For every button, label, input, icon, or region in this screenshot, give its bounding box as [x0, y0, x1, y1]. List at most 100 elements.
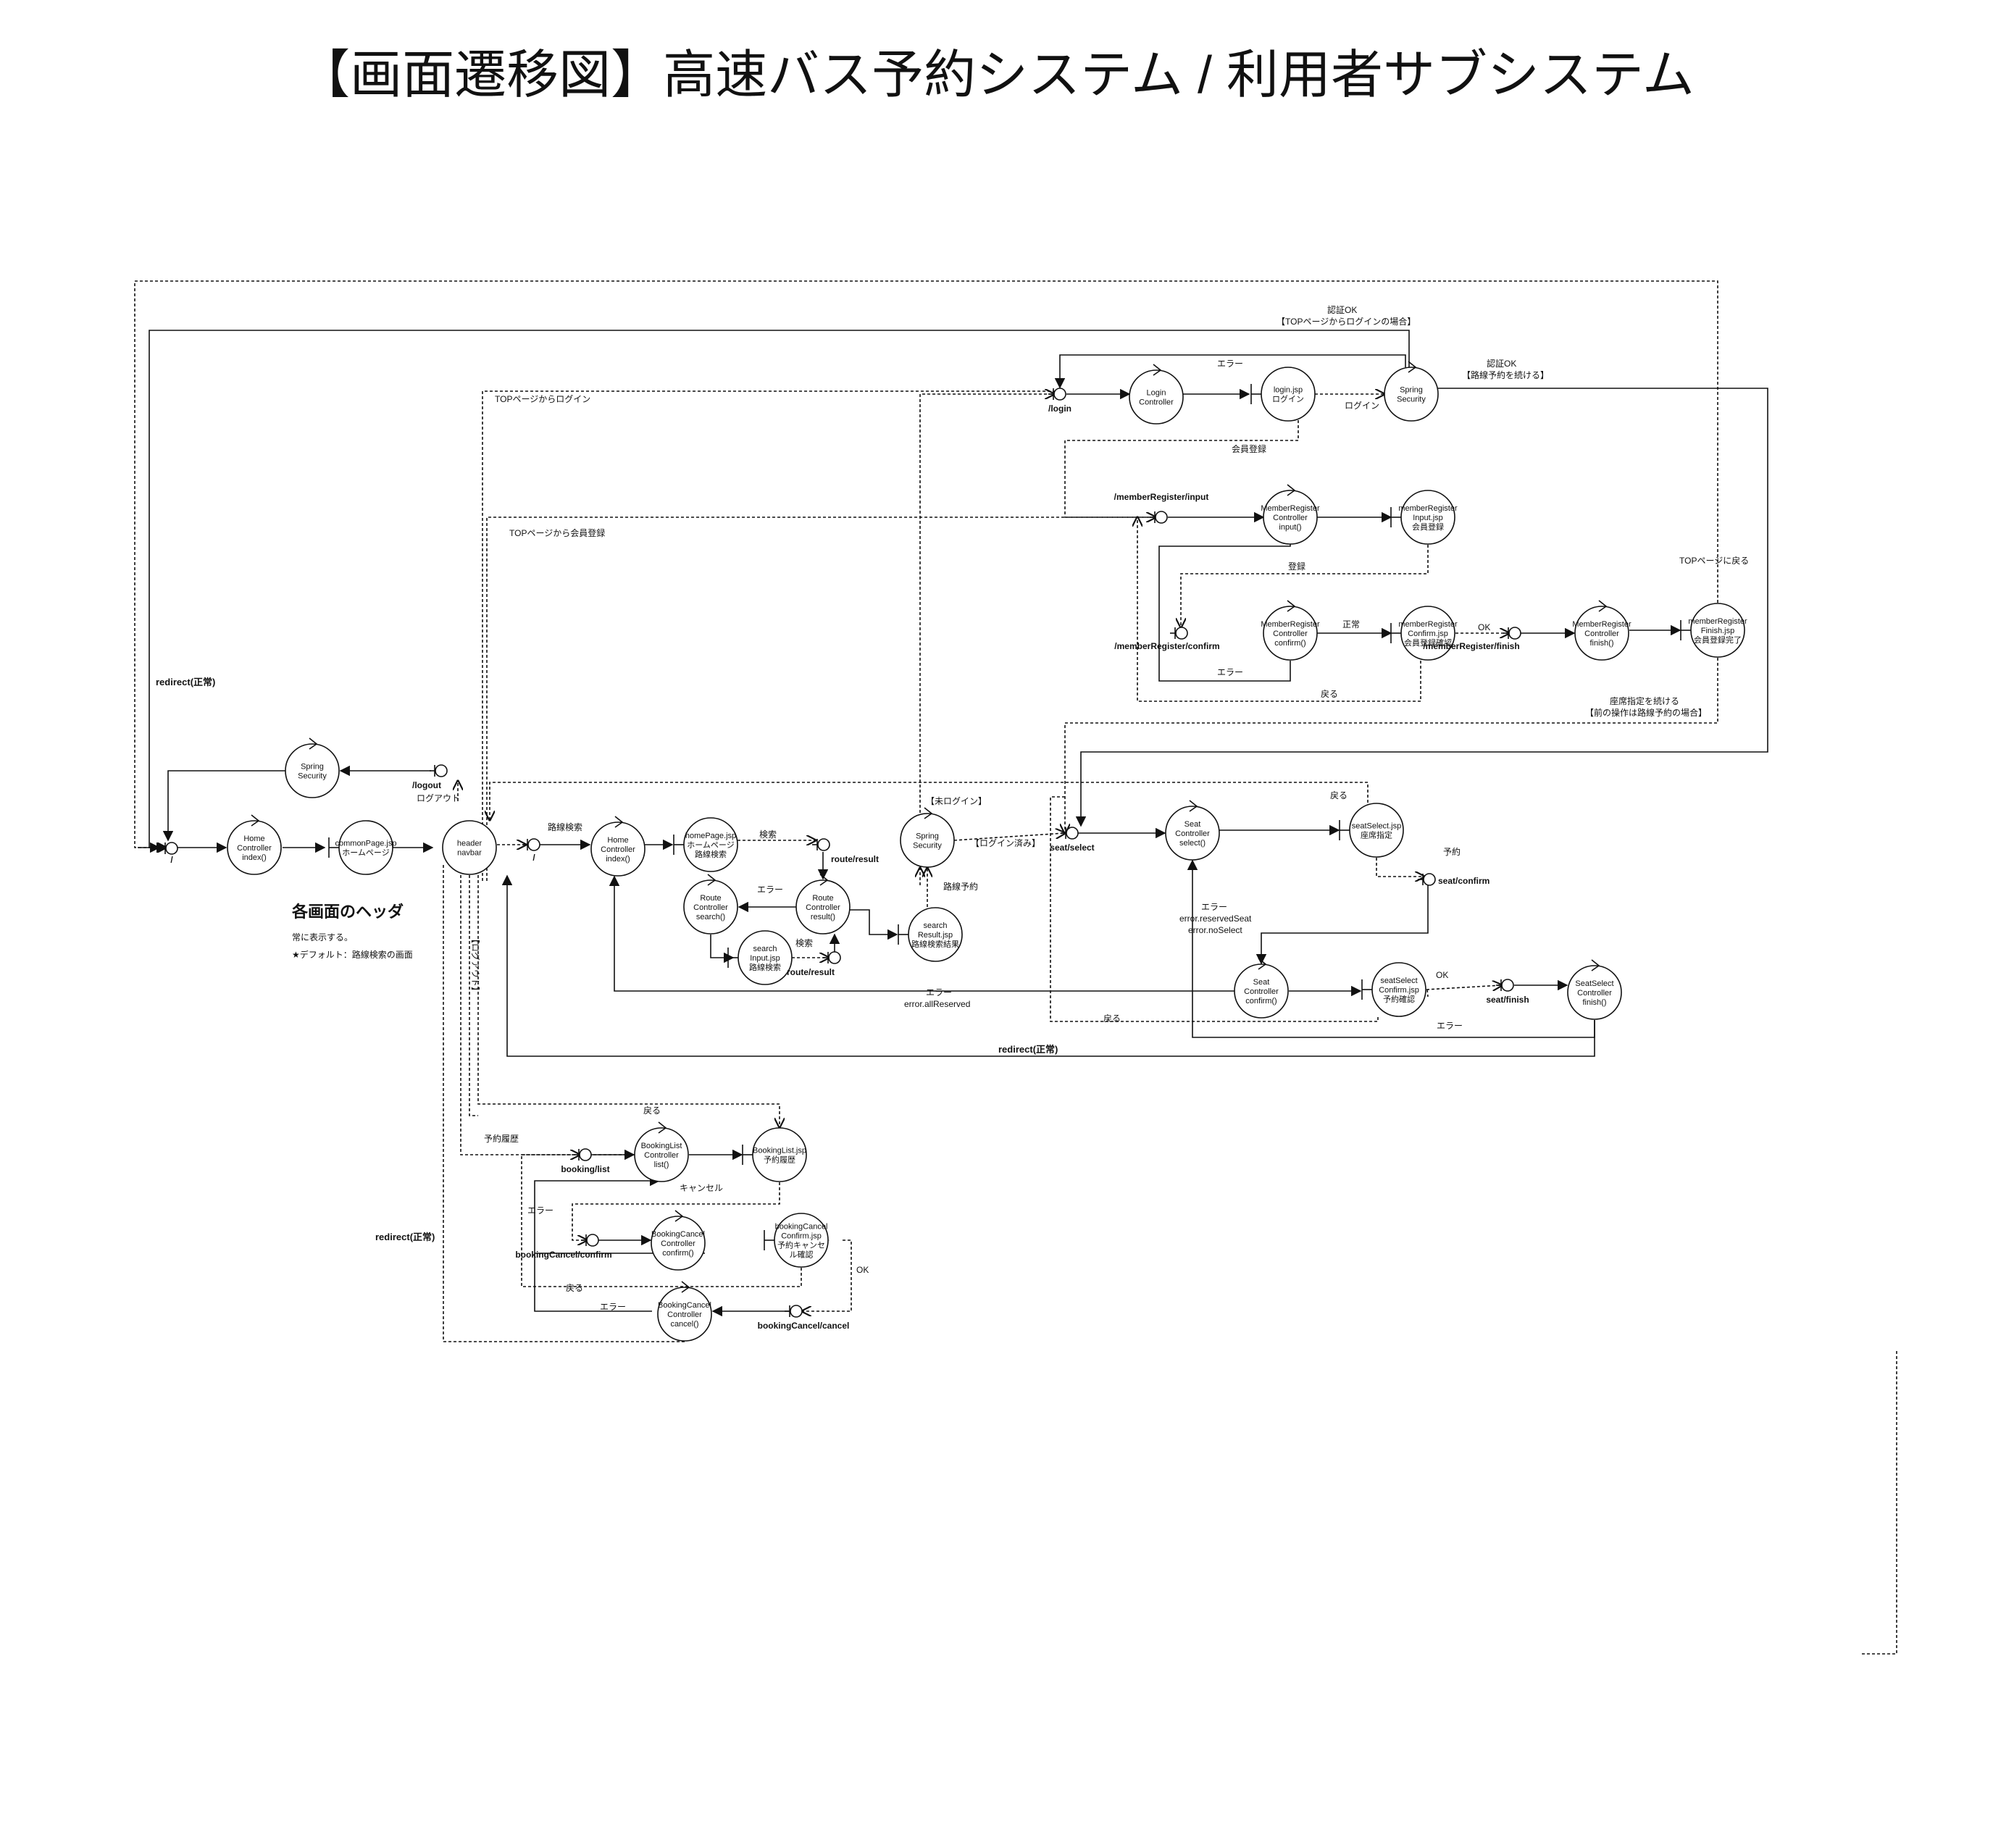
controller-arrow-icon	[674, 1210, 684, 1222]
node-label: header	[457, 840, 482, 848]
node-label: Controller	[667, 1310, 702, 1319]
transition-line	[609, 875, 1234, 992]
interface-icon	[579, 1148, 592, 1161]
node-label: Spring	[916, 832, 939, 841]
node-label: memberRegister	[1688, 617, 1747, 626]
label-login-error: エラー	[1217, 359, 1243, 369]
node-label: Confirm.jsp	[1379, 986, 1419, 995]
controller-arrow-icon	[681, 1281, 690, 1293]
interface-icon	[586, 1234, 599, 1247]
interface-label: seat/finish	[1486, 995, 1529, 1005]
label-ok-booking: OK	[856, 1265, 869, 1275]
node-label: Spring	[1400, 386, 1423, 395]
label-redirect-left: redirect(正常)	[156, 677, 215, 687]
interface-route-result-2: route/result	[787, 951, 841, 977]
label-ok-seat: OK	[1436, 970, 1448, 980]
controller-icon	[900, 813, 955, 868]
node-label: Controller	[1244, 987, 1279, 996]
dashed-transition-line	[1050, 796, 1379, 1022]
node-label: navbar	[457, 849, 482, 858]
node-label: Security	[298, 772, 327, 781]
dashed-transition-line	[1181, 545, 1429, 627]
node-label: Controller	[237, 844, 272, 853]
node-label: commonPage.jsp	[335, 840, 397, 848]
label-reserve: 予約	[1443, 846, 1461, 857]
label-error-seat-1: エラー	[1201, 902, 1227, 912]
dashed-transition-line	[482, 390, 1060, 881]
dashed-transition-line	[1426, 985, 1502, 990]
transition-line	[1075, 388, 1768, 827]
label-auth-ok-cont-2: 【路線予約を続ける】	[1462, 369, 1549, 380]
node-label: Controller	[1139, 398, 1174, 407]
interface-label: /	[170, 855, 173, 865]
label-back-seat-confirm: 戻る	[1103, 1013, 1121, 1024]
interface-booking-cancel-cancel: bookingCancel/cancel	[758, 1305, 849, 1331]
interface-booking-list: booking/list	[561, 1148, 610, 1174]
controller-icon	[1165, 806, 1220, 861]
interface-icon	[435, 764, 448, 777]
node-label: ホームページ	[687, 840, 734, 850]
interface-member-input: /memberRegister/input	[1114, 492, 1208, 524]
node-label: login.jsp	[1274, 386, 1303, 395]
node-label: BookingCancel	[651, 1230, 705, 1239]
controller-icon	[590, 821, 645, 877]
label-login: ログイン	[1345, 401, 1379, 411]
interface-icon	[1175, 627, 1188, 640]
diagram-interfaces: //logout/route/resultroute/result/login/…	[160, 388, 1529, 1331]
node-label: finish()	[1589, 639, 1613, 648]
diagram-title: 【画面遷移図】高速バス予約システム / 利用者サブシステム	[298, 46, 1695, 104]
label-error-seat-2: error.reservedSeat	[1179, 913, 1252, 924]
node-label: search	[923, 921, 947, 930]
controller-arrow-icon	[819, 874, 829, 886]
transition-line	[501, 874, 1595, 1057]
node-label: Controller	[661, 1239, 695, 1248]
controller-icon	[227, 820, 282, 875]
dashed-transition-line	[1426, 989, 1429, 998]
interface-logout: /logout	[412, 764, 448, 790]
label-back-booking-2: 戻る	[566, 1283, 583, 1293]
interface-login: /login	[1048, 388, 1071, 414]
dashed-transition-line	[477, 875, 780, 1127]
node-label: bookingCancel	[775, 1223, 828, 1232]
interface-seat-select: seat/select	[1050, 827, 1095, 853]
interface-label: /memberRegister/confirm	[1114, 641, 1219, 651]
interface-icon	[1053, 388, 1066, 401]
node-label: seatSelect.jsp	[1352, 822, 1401, 831]
interface-label: seat/confirm	[1438, 876, 1489, 886]
node-label: search	[753, 945, 777, 953]
label-top-back: TOPページに戻る	[1679, 556, 1749, 566]
node-label: Input.jsp	[1413, 514, 1443, 522]
controller-arrow-icon	[1258, 958, 1267, 970]
controller-icon	[795, 879, 851, 935]
controller-icon	[1263, 490, 1318, 545]
node-label: Controller	[693, 903, 728, 912]
node-label: confirm()	[1245, 997, 1277, 1005]
node-label: Login	[1147, 389, 1166, 398]
node-label: ル確認	[790, 1250, 814, 1260]
node-label: memberRegister	[1398, 504, 1458, 513]
interface-icon	[527, 838, 540, 851]
label-back-seat: 戻る	[1330, 790, 1348, 800]
controller-arrow-icon	[1287, 600, 1296, 612]
node-label: select()	[1179, 839, 1206, 848]
interface-icon	[1066, 827, 1079, 840]
node-label: 予約キャンセ	[777, 1240, 825, 1250]
controller-icon	[1384, 367, 1439, 422]
interface-root: /	[160, 842, 178, 865]
node-label: Controller	[601, 845, 635, 854]
interface-label: /	[532, 853, 535, 863]
label-search-2: 検索	[795, 938, 813, 948]
node-label: Route	[812, 894, 833, 903]
dashed-transition-line	[919, 394, 1054, 813]
label-route-search: 路線検索	[548, 821, 582, 832]
node-label: Controller	[1584, 630, 1619, 638]
label-normal: 正常	[1342, 619, 1360, 630]
interface-icon	[790, 1305, 803, 1318]
